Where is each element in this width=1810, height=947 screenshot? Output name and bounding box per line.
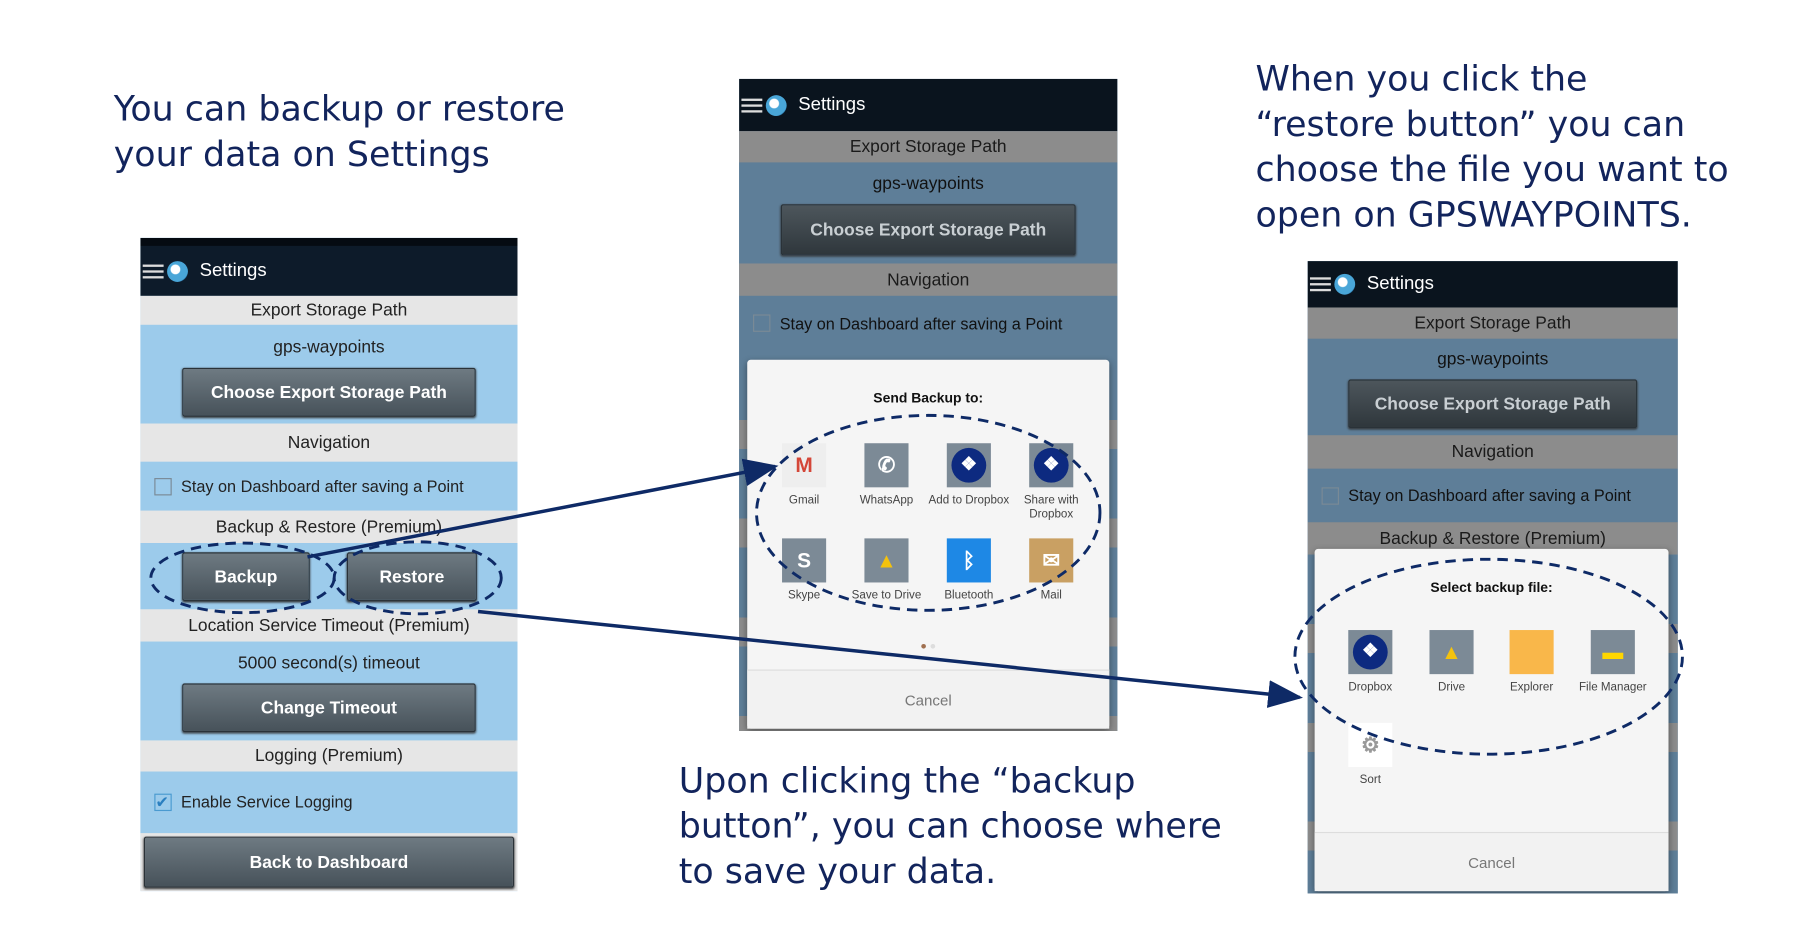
choose-path-button[interactable]: Choose Export Storage Path: [1348, 379, 1638, 429]
caption-right: When you click the “restore button” you …: [1255, 59, 1729, 236]
app-label: Dropbox: [1348, 681, 1393, 694]
app-option-file-manager[interactable]: ▬ File Manager: [1572, 630, 1653, 695]
settings-screen-send-backup: Settings Export Storage Path gps-waypoin…: [739, 78, 1118, 731]
app-label: Skype: [787, 589, 821, 603]
export-path: gps-waypoints: [273, 337, 385, 358]
stay-label: Stay on Dashboard after saving a Point: [181, 476, 464, 496]
navigation-header: Navigation: [1307, 435, 1678, 469]
drive-icon: ▲: [864, 538, 909, 583]
dropbox-icon: ❖: [1029, 443, 1074, 488]
bluetooth-icon: ᛒ: [946, 538, 991, 583]
app-label: Share with Dropbox: [1023, 494, 1079, 521]
change-timeout-button[interactable]: Change Timeout: [182, 683, 476, 733]
app-bar: Settings: [140, 245, 518, 296]
menu-icon[interactable]: [741, 98, 763, 112]
export-path: gps-waypoints: [872, 174, 984, 194]
export-header: Export Storage Path: [739, 131, 1118, 163]
restore-button[interactable]: Restore: [346, 552, 477, 602]
back-to-dashboard-button[interactable]: Back to Dashboard: [143, 836, 515, 888]
stay-checkbox[interactable]: [1321, 486, 1339, 505]
cancel-button[interactable]: Cancel: [1314, 831, 1669, 892]
logging-label: Enable Service Logging: [181, 792, 353, 812]
settings-screen-1: Settings Export Storage Path gps-waypoin…: [140, 237, 518, 892]
app-label: Add to Dropbox: [928, 494, 1010, 508]
app-option-add-to-dropbox[interactable]: ❖ Add to Dropbox: [928, 443, 1009, 508]
app-logo-icon: [167, 260, 188, 282]
app-label: Mail: [1040, 589, 1062, 603]
app-label: Gmail: [788, 494, 820, 508]
app-option-explorer[interactable]: Explorer: [1491, 630, 1572, 695]
app-option-dropbox[interactable]: ❖ Dropbox: [1330, 630, 1411, 695]
stay-checkbox[interactable]: [753, 314, 771, 332]
navigation-header: Navigation: [739, 263, 1118, 296]
app-logo-icon: [765, 94, 787, 116]
menu-icon[interactable]: [1309, 277, 1331, 292]
app-label: File Manager: [1578, 681, 1647, 694]
export-header: Export Storage Path: [1307, 307, 1678, 339]
timeout-value: 5000 second(s) timeout: [237, 653, 420, 673]
app-title: Settings: [798, 94, 866, 115]
app-option-sort[interactable]: ⚙ Sort: [1330, 722, 1411, 788]
app-option-whatsapp[interactable]: ✆ WhatsApp: [846, 443, 927, 508]
app-option-drive[interactable]: ▲ Drive: [1411, 630, 1492, 695]
stay-checkbox[interactable]: [154, 477, 172, 495]
select-backup-dialog: Select backup file: ❖ Dropbox ▲ Drive Explor…: [1314, 548, 1669, 892]
folder-icon: [1509, 630, 1554, 675]
app-option-bluetooth[interactable]: ᛒ Bluetooth: [928, 538, 1009, 603]
skype-icon: S: [782, 538, 827, 583]
choose-path-button[interactable]: Choose Export Storage Path: [182, 367, 476, 417]
logging-checkbox[interactable]: ✔: [154, 793, 172, 812]
app-bar: Settings: [739, 78, 1118, 132]
settings-screen-select-backup: Settings Export Storage Path gps-waypoin…: [1307, 261, 1678, 894]
drive-icon: ▲: [1429, 630, 1474, 675]
app-option-gmail[interactable]: M Gmail: [763, 443, 844, 508]
send-backup-dialog: Send Backup to: M Gmail ✆ WhatsApp ❖ Add to D…: [747, 359, 1110, 729]
caption-bottom: Upon clicking the “backup button”, you c…: [678, 761, 1222, 893]
app-label: Explorer: [1509, 681, 1554, 694]
app-title: Settings: [1366, 273, 1434, 294]
app-bar: Settings: [1307, 261, 1678, 308]
cancel-button[interactable]: Cancel: [747, 669, 1110, 729]
mail-icon: ✉: [1029, 538, 1074, 583]
timeout-header: Location Service Timeout (Premium): [140, 609, 518, 642]
app-label: Sort: [1359, 773, 1381, 787]
app-label: Drive: [1437, 681, 1466, 694]
gear-icon: ⚙: [1348, 722, 1393, 767]
stay-label: Stay on Dashboard after saving a Point: [1348, 486, 1631, 505]
choose-path-button[interactable]: Choose Export Storage Path: [780, 204, 1076, 256]
export-header: Export Storage Path: [140, 295, 518, 325]
app-title: Settings: [199, 260, 267, 281]
dialog-title: Select backup file:: [1430, 578, 1553, 596]
app-logo-icon: [1334, 273, 1356, 295]
gmail-icon: M: [782, 443, 827, 488]
stay-label: Stay on Dashboard after saving a Point: [779, 313, 1063, 333]
dropbox-icon: ❖: [946, 443, 991, 488]
whatsapp-icon: ✆: [864, 443, 909, 488]
backup-button[interactable]: Backup: [182, 552, 310, 602]
app-option-mail[interactable]: ✉ Mail: [1011, 538, 1092, 603]
caption-left: You can backup or restore your data on S…: [113, 89, 565, 176]
logging-header: Logging (Premium): [140, 740, 518, 772]
app-label: Bluetooth: [944, 589, 994, 603]
dropbox-icon: ❖: [1348, 630, 1393, 675]
app-option-skype[interactable]: S Skype: [763, 538, 844, 603]
app-option-share-with-dropbox[interactable]: ❖ Share with Dropbox: [1011, 443, 1092, 522]
dialog-title: Send Backup to:: [873, 389, 984, 407]
navigation-header: Navigation: [140, 423, 518, 462]
menu-icon[interactable]: [142, 263, 164, 278]
app-option-save-to-drive[interactable]: ▲ Save to Drive: [846, 538, 927, 603]
status-bar: [140, 237, 518, 246]
export-path: gps-waypoints: [1437, 349, 1549, 369]
app-label: Save to Drive: [851, 589, 922, 603]
app-label: WhatsApp: [859, 494, 914, 508]
backup-header: Backup & Restore (Premium): [140, 510, 518, 544]
file-manager-icon: ▬: [1590, 630, 1635, 675]
